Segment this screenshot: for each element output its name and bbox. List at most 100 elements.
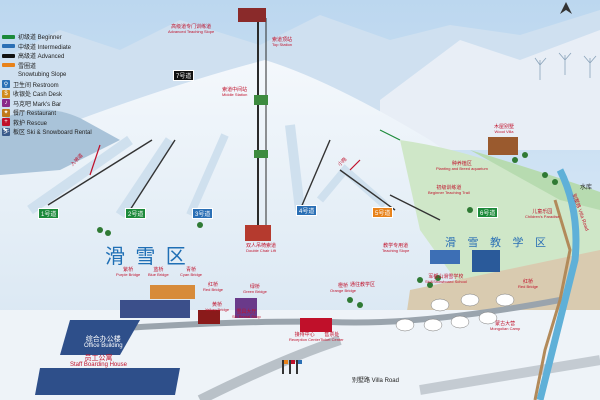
label-zh: 黄桥 <box>212 302 223 308</box>
legend-label: 初级道 Beginner <box>18 35 62 42</box>
label-zh: 综合办公楼 <box>85 336 121 343</box>
label-zh: 紫桥 <box>123 267 134 273</box>
legend-beginner: 初级道 Beginner <box>2 32 120 42</box>
beginner-swatch <box>2 34 15 39</box>
legend-snowtubing: 雪圈道 <box>2 61 120 71</box>
label-zh: 木屋别墅 <box>494 124 515 130</box>
label-zh: 种养植区 <box>451 161 472 167</box>
reception-label: 接待中心 Reception Center <box>289 332 321 343</box>
legend: 初级道 Beginner 中级道 Intermediate 高级道 Advanc… <box>2 32 120 137</box>
planting-label: 种养植区 Planting and Breed aquarium <box>436 161 488 172</box>
cash-desk-icon: $ <box>2 89 10 98</box>
label-zh: 橙桥 <box>338 283 349 289</box>
legend-label: Snowtubing Slope <box>18 71 67 78</box>
legend-label: 餐厅 Restaurant <box>13 111 57 118</box>
label-en: Beginner Teaching Trail <box>428 190 470 196</box>
orange-bridge-label: 橙桥 Orange Bridge <box>330 283 356 293</box>
label-zh: 接待中心 <box>294 332 315 338</box>
legend-restaurant: ✦餐厅 Restaurant <box>2 108 120 118</box>
label-en: Advanced Teaching Slope <box>168 29 215 35</box>
legend-marksbar: ♪马克吧 Mark's Bar <box>2 99 120 109</box>
legend-intermediate: 中级道 Intermediate <box>2 42 120 52</box>
label-en: Yellow Bridge <box>205 307 230 313</box>
mongolian-camp-label: 蒙古大营 Mongolian Camp <box>490 321 521 332</box>
label-en: Middle Station <box>222 92 248 98</box>
lane-2-badge: 2号道 <box>125 208 147 219</box>
bar-icon: ♪ <box>2 99 10 108</box>
legend-snowtubing-en: Snowtubing Slope <box>2 70 120 80</box>
ski-area-title: 滑 雪 区 <box>105 244 188 268</box>
label-en: Double Chair Lift <box>246 248 276 254</box>
label-zh: 绿桥 <box>249 284 260 290</box>
label-en: Red Bridge <box>518 284 539 290</box>
label-en: Children's Paradise <box>525 214 560 220</box>
label-zh: 红桥 <box>208 282 219 288</box>
lane-4-badge: 4号道 <box>296 205 318 216</box>
label-en: Ski Rental Shop <box>232 314 261 320</box>
legend-label: 高级道 Advanced <box>18 54 65 61</box>
label-en: Top Station <box>272 42 293 48</box>
legend-rental: ⛷板区 Ski & Snowboard Rental <box>2 127 120 137</box>
purple-bridge-label: 紫桥 Purple Bridge <box>116 267 141 278</box>
legend-label: 雪圈道 <box>18 63 37 70</box>
ticket-center-label: 售票处 Ticket Center <box>320 332 344 343</box>
legend-restroom: ⚲卫生间 Restroom <box>2 80 120 90</box>
legend-label: 收银处 Cash Desk <box>13 92 63 99</box>
label-zh: 售票处 <box>324 332 340 338</box>
label-en: Cyan Bridge <box>180 272 203 278</box>
rescue-icon: + <box>2 118 10 127</box>
snowtubing-swatch <box>2 63 15 68</box>
label-en: Wood Villa <box>494 129 514 135</box>
lane-5-badge: 5号道 <box>372 207 394 218</box>
label-en: Planting and Breed aquarium <box>436 166 488 172</box>
intermediate-swatch <box>2 44 15 49</box>
lane-6-badge: 6号道 <box>477 207 499 218</box>
teaching-slope-label: 教学专用道 Teaching Slope <box>382 243 409 253</box>
label-en: Red Bridge <box>203 287 224 293</box>
top-station-label: 索道顶站 Top Station <box>272 37 293 48</box>
teaching-zone-title: 滑 雪 教 学 区 <box>445 236 550 249</box>
label-en: Mongolian Camp <box>490 326 521 332</box>
rental-icon: ⛷ <box>2 127 10 136</box>
legend-label: 马克吧 Mark's Bar <box>13 101 62 108</box>
staff-boarding-label: 员工公寓 Staff Boarding House <box>70 355 127 369</box>
legend-cashdesk: $收银处 Cash Desk <box>2 89 120 99</box>
label-en: Staff Boarding House <box>70 362 127 369</box>
blue-bridge-label: 蓝桥 Blue Bridge <box>148 267 169 278</box>
label-zh: 军都山滑雪学校 <box>428 274 464 280</box>
label-en: Office Building <box>84 343 123 350</box>
villa-road-bottom-label: 别墅路 Villa Road <box>352 378 399 384</box>
lane-3-badge: 3号道 <box>192 208 214 219</box>
restroom-icon: ⚲ <box>2 80 10 89</box>
lane-7-badge: 7号道 <box>173 70 195 81</box>
label-zh: 初级训练道 <box>436 185 462 191</box>
label-en: Reception Center <box>289 337 321 343</box>
double-lift-label: 双人吊椅索道 Double Chair Lift <box>246 243 276 254</box>
office-building-label: 综合办公楼 Office Building <box>84 336 123 350</box>
cyan-bridge-label: 青桥 Cyan Bridge <box>180 267 203 278</box>
label-zh: 雪具大厅 <box>236 309 257 315</box>
wood-villa-label: 木屋别墅 Wood Villa <box>494 124 515 135</box>
label-zh: 青桥 <box>186 267 197 273</box>
red-bridge-label: 红桥 Red Bridge <box>203 282 224 293</box>
reservoir-label: 水库 <box>580 185 593 191</box>
label-zh: 员工公寓 <box>84 355 113 362</box>
legend-advanced: 高级道 Advanced <box>2 51 120 61</box>
label-en: Purple Bridge <box>116 272 141 278</box>
restaurant-icon: ✦ <box>2 108 10 117</box>
label-zh: 红桥 <box>523 279 534 285</box>
label-en: Ticket Center <box>320 337 344 343</box>
label-zh: 蓝桥 <box>153 267 164 273</box>
legend-rescue: +救护 Rescue <box>2 118 120 128</box>
green-bridge-label: 绿桥 Green Bridge <box>243 284 267 294</box>
legend-label: 卫生间 Restroom <box>13 82 59 89</box>
ski-rental-shop-label: 雪具大厅 Ski Rental Shop <box>232 309 261 320</box>
legend-label: 中级道 Intermediate <box>18 44 72 51</box>
beginner-trail-label: 初级训练道 Beginner Teaching Trail <box>428 185 470 196</box>
to-school-label: 通往教学区 <box>350 282 376 288</box>
label-en: Blue Bridge <box>148 272 169 278</box>
legend-label: 救护 Rescue <box>13 120 48 127</box>
label-zh: 高级道专门训练道 <box>171 24 212 30</box>
